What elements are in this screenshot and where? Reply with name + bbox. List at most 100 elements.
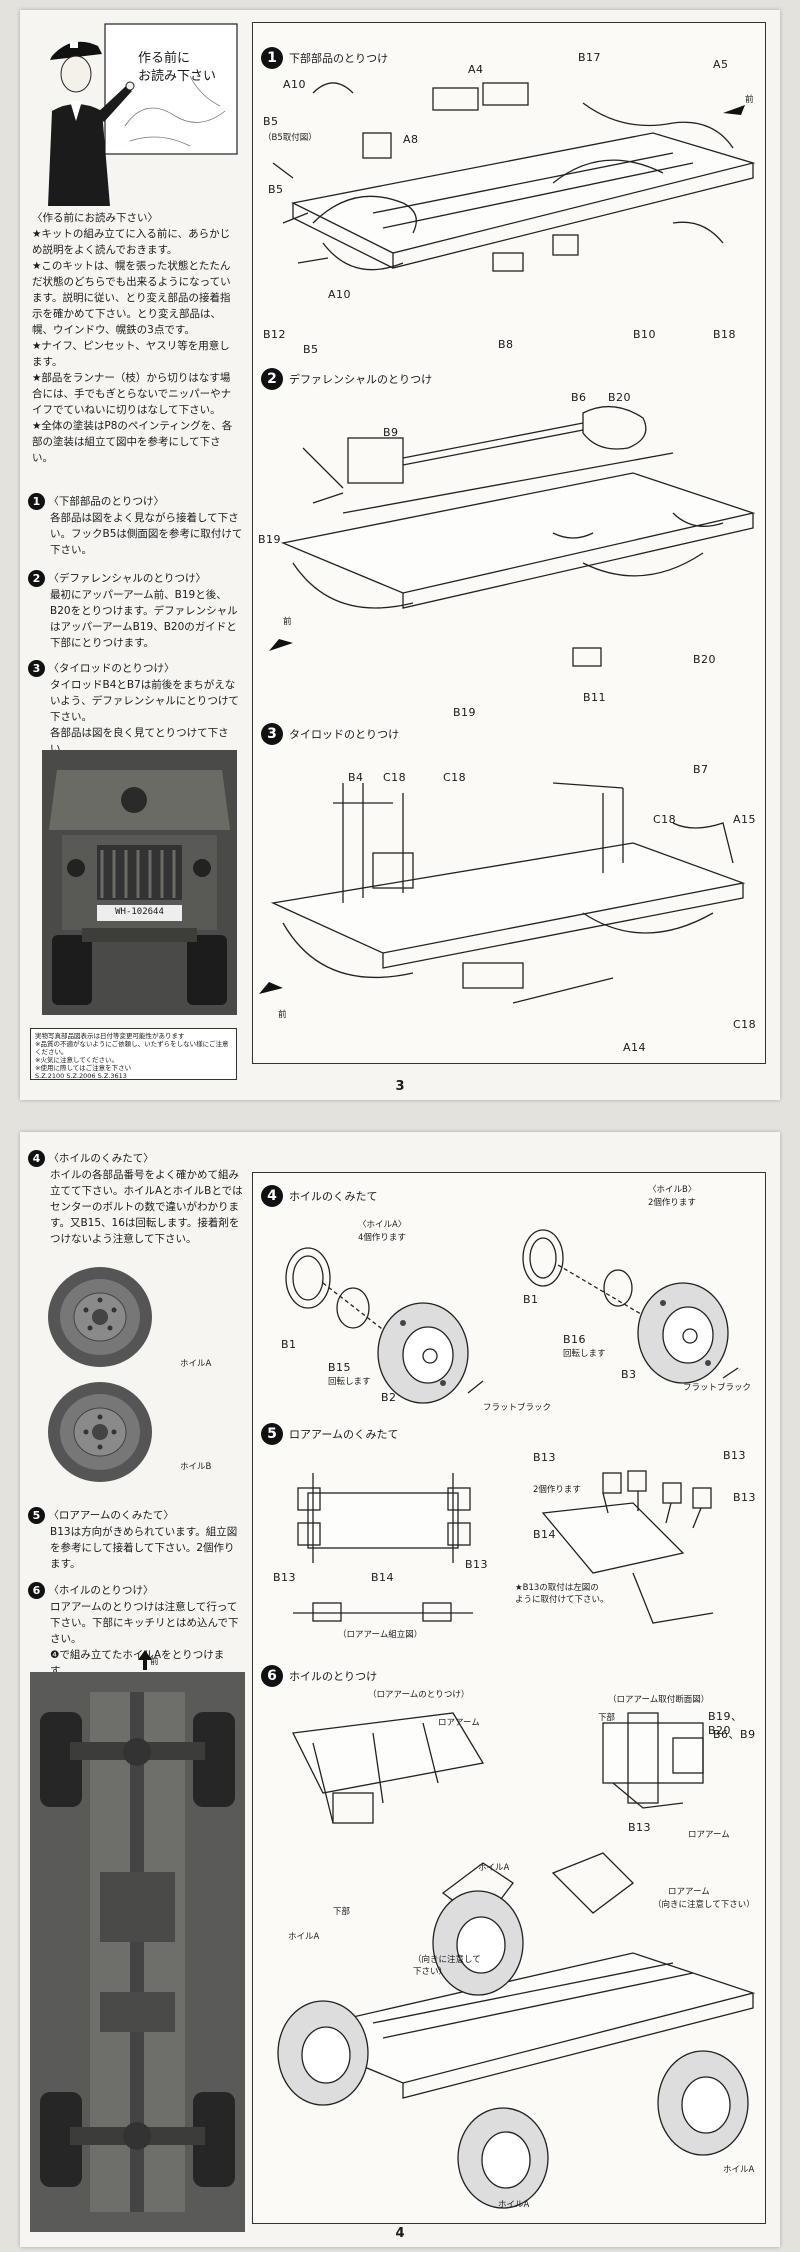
- step-body: ホイルの各部品番号をよく確かめて組み立てて下さい。ホイルAとホイルBとではセンタ…: [50, 1169, 243, 1245]
- paint-note: フラットブラック: [683, 1383, 752, 1393]
- part-label: ロアアーム: [688, 1830, 730, 1840]
- part-label: A5: [713, 58, 729, 71]
- part-label: B19、B20: [708, 1710, 743, 1737]
- section-title: 下部部品のとりつけ: [289, 52, 389, 65]
- part-label: A15: [733, 813, 757, 826]
- step-number-badge: 2: [28, 570, 45, 587]
- part-label: C18: [383, 771, 407, 784]
- step-number-badge: 4: [28, 1150, 45, 1167]
- step-number-badge: 1: [28, 493, 45, 510]
- intro-heading: 〈作る前にお読み下さい〉: [32, 212, 158, 224]
- front-label: 前: [150, 1657, 159, 1667]
- part-label: B13: [533, 1451, 557, 1464]
- part-label: B5: [268, 183, 284, 196]
- step-body: 最初にアッパーアーム前、B19と後、B20をとりつけます。デファレンシャルはアッ…: [50, 589, 238, 649]
- wheel-assembly-diagram: [285, 1229, 739, 1404]
- part-label: B13: [733, 1491, 757, 1504]
- section-number-badge: 3: [261, 723, 283, 745]
- section-5-title: 5 ロアアームのくみたて: [261, 1423, 398, 1445]
- part-label: B20: [608, 391, 632, 404]
- part-label: B13: [465, 1558, 489, 1571]
- step-5-text: 5 〈ロアアームのくみたて〉 B13は方向がきめられています。組立図を参考にして…: [28, 1507, 243, 1572]
- part-label: B9: [383, 426, 399, 439]
- paint-note: フラットブラック: [483, 1403, 552, 1413]
- intro-sign: 作る前に お読み下さい: [138, 51, 217, 84]
- diagram-caption: （ロアアームのとりつけ）: [368, 1690, 470, 1700]
- officer-illustration: [48, 23, 238, 206]
- caution-box: 実物写真部品図表示は日付等変更可能性があります ※品質の不適がないようにご依頼し…: [30, 1028, 237, 1080]
- part-label: A10: [283, 78, 307, 91]
- part-label: B13: [273, 1571, 297, 1584]
- section-title: ホイルのとりつけ: [289, 1670, 378, 1683]
- part-label: B15: [328, 1361, 352, 1374]
- part-label: B12: [263, 328, 287, 341]
- wheel-b-photo: [48, 1382, 152, 1482]
- section-number-badge: 5: [261, 1423, 283, 1445]
- section-number-badge: 1: [261, 47, 283, 69]
- step-number-badge: 6: [28, 1582, 45, 1599]
- section-number-badge: 4: [261, 1185, 283, 1207]
- step-body: 各部品は図をよく見ながら接着して下さい。フックB5は側面図を参考に取付けて下さい…: [50, 512, 243, 556]
- part-label: B8: [498, 338, 514, 351]
- step-body: ロアアームのとりつけは注意して行って下さい。下部にキッチリとはめ込んで下さい。 …: [50, 1601, 239, 1677]
- front-label: 前: [278, 1010, 287, 1020]
- lower-arm-diagram: [293, 1470, 714, 1624]
- lower-parts-diagram: [272, 82, 756, 272]
- wheel-a-photo: [48, 1267, 152, 1367]
- part-label: A8: [403, 133, 419, 146]
- section-title: デファレンシャルのとりつけ: [289, 373, 433, 386]
- wheel-a-caption: ホイルA: [180, 1359, 212, 1369]
- truck-front-photo: WH-102644: [42, 750, 237, 1015]
- part-label: 回転します: [328, 1377, 371, 1387]
- part-label: B16: [563, 1333, 587, 1346]
- instruction-page-4: 4 〈ホイルのくみたて〉 ホイルの各部品番号をよく確かめて組み立てて下さい。ホイ…: [20, 1132, 780, 2247]
- page-number: 3: [395, 1079, 405, 1094]
- caution-text: 実物写真部品図表示は日付等変更可能性があります ※品質の不適がないようにご依頼し…: [35, 1032, 229, 1080]
- part-label: ホイルA: [478, 1863, 510, 1873]
- part-label: 下部: [598, 1713, 616, 1723]
- section-1-title: 1 下部部品のとりつけ: [261, 47, 388, 69]
- part-label: C18: [443, 771, 467, 784]
- part-label: ロアアーム: [438, 1718, 480, 1728]
- section-title: ロアアームのくみたて: [289, 1428, 399, 1441]
- part-label: ホイルA: [723, 2165, 755, 2175]
- part-label: B2: [381, 1391, 397, 1404]
- part-label: C18: [653, 813, 677, 826]
- step-heading: 〈ホイルのとりつけ〉: [48, 1584, 154, 1597]
- section-4-title: 4 ホイルのくみたて: [261, 1185, 377, 1207]
- step-4-text: 4 〈ホイルのくみたて〉 ホイルの各部品番号をよく確かめて組み立てて下さい。ホイ…: [28, 1150, 243, 1247]
- part-label: B1: [281, 1338, 297, 1351]
- part-label: B11: [583, 691, 607, 704]
- step-3-text: 3 〈タイロッドのとりつけ〉 タイロッドB4とB7は前後をまちがえないよう、デフ…: [28, 660, 243, 757]
- step-2-text: 2 〈デファレンシャルのとりつけ〉 最初にアッパーアーム前、B19と後、B20を…: [28, 570, 243, 651]
- step-number-badge: 5: [28, 1507, 45, 1524]
- step-1-text: 1 〈下部部品のとりつけ〉 各部品は図をよく見ながら接着して下さい。フックB5は…: [28, 493, 243, 558]
- part-label: （向きに注意して下さい）: [653, 1900, 755, 1910]
- part-label: B5: [303, 343, 319, 356]
- step-number-badge: 3: [28, 660, 45, 677]
- wheel-b-caption: ホイルB: [180, 1462, 212, 1472]
- part-label: B19: [258, 533, 282, 546]
- part-label: B10: [633, 328, 657, 341]
- part-label: B14: [533, 1528, 557, 1541]
- diagram-caption: （ロアアーム組立図）: [338, 1630, 423, 1640]
- section-title: ホイルのくみたて: [289, 1190, 378, 1203]
- part-label: B4: [348, 771, 364, 784]
- part-label: 〈ホイルA〉: [358, 1220, 407, 1230]
- part-label: B17: [578, 51, 602, 64]
- part-label: 2個作ります: [648, 1198, 696, 1208]
- part-label: A10: [328, 288, 352, 301]
- part-label: B7: [693, 763, 709, 776]
- step-heading: 〈ロアアームのくみたて〉: [48, 1509, 174, 1522]
- part-label: ロアアーム: [668, 1887, 710, 1897]
- part-label: B14: [371, 1571, 395, 1584]
- instruction-page-3: 作る前に お読み下さい 〈作る前にお読み下さい〉 ★キットの組み立てに入る前に、…: [20, 10, 780, 1100]
- step-heading: 〈デファレンシャルのとりつけ〉: [48, 572, 206, 585]
- part-label: 2個作ります: [533, 1485, 581, 1495]
- part-label: B6: [571, 391, 587, 404]
- diagram-note: ★B13の取付は左図の ように取付けて下さい。: [515, 1583, 609, 1605]
- part-label: B6、B9: [713, 1728, 756, 1741]
